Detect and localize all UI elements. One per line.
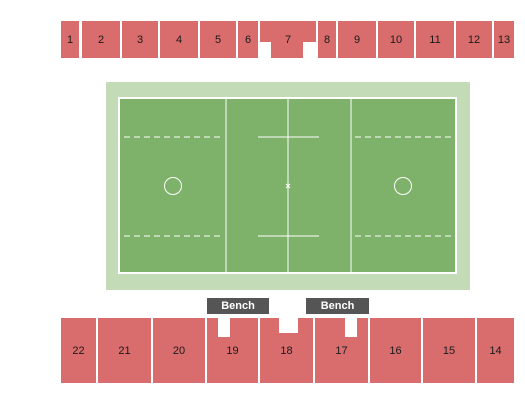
section-19-notch	[218, 318, 230, 337]
section-3[interactable]: 3	[122, 21, 158, 58]
section-label: 10	[389, 33, 403, 46]
section-7-notch-right	[303, 42, 316, 58]
section-label: 19	[226, 344, 239, 357]
section-21[interactable]: 21	[98, 318, 151, 383]
section-label: 20	[172, 344, 186, 357]
section-label: 2	[97, 33, 105, 46]
section-19[interactable]: 19	[207, 318, 258, 383]
section-22[interactable]: 22	[61, 318, 96, 383]
section-label: 22	[72, 344, 85, 357]
section-label: 17	[335, 344, 348, 357]
section-label: 4	[175, 33, 183, 46]
section-20[interactable]: 20	[153, 318, 205, 383]
section-10[interactable]: 10	[378, 21, 414, 58]
section-18-notch	[279, 318, 298, 333]
section-4[interactable]: 4	[160, 21, 198, 58]
section-17[interactable]: 17	[315, 318, 368, 383]
section-13[interactable]: 13	[494, 21, 514, 58]
bench-label: Bench	[221, 300, 255, 312]
section-label: 7	[284, 33, 292, 46]
section-17-notch	[345, 318, 357, 337]
section-label: 21	[118, 344, 131, 357]
section-label: 3	[136, 33, 144, 46]
section-16[interactable]: 16	[370, 318, 421, 383]
section-7-notch-left	[260, 42, 271, 58]
section-label: 8	[323, 33, 331, 46]
section-label: 13	[497, 33, 511, 46]
section-14[interactable]: 14	[477, 318, 514, 383]
section-11[interactable]: 11	[416, 21, 454, 58]
section-2[interactable]: 2	[82, 21, 120, 58]
section-15[interactable]: 15	[423, 318, 475, 383]
section-label: 11	[429, 33, 441, 46]
section-8[interactable]: 8	[318, 21, 336, 58]
lacrosse-field	[118, 97, 457, 274]
section-label: 16	[389, 344, 402, 357]
section-label: 1	[66, 33, 74, 46]
bench-right: Bench	[306, 298, 369, 314]
section-6[interactable]: 6	[238, 21, 258, 58]
section-5[interactable]: 5	[200, 21, 236, 58]
bench-left: Bench	[207, 298, 269, 314]
section-label: 12	[467, 33, 481, 46]
section-12[interactable]: 12	[456, 21, 492, 58]
section-label: 14	[489, 344, 502, 357]
section-9[interactable]: 9	[338, 21, 376, 58]
section-1[interactable]: 1	[61, 21, 79, 58]
bench-label: Bench	[320, 300, 355, 312]
section-label: 18	[280, 344, 293, 357]
section-label: 15	[442, 344, 456, 357]
section-label: 6	[244, 33, 252, 46]
section-label: 5	[214, 33, 222, 46]
section-label: 9	[353, 33, 361, 46]
